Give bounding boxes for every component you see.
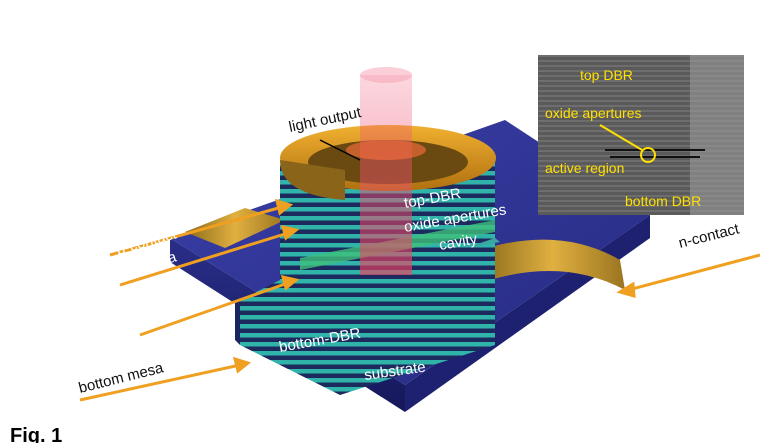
leader-light-output: [319, 139, 361, 161]
light-beam: [346, 67, 426, 275]
p-contact-pad: [185, 208, 285, 248]
top-mesa-side-left: [280, 165, 345, 304]
n-contact-pad: [480, 239, 625, 290]
arrowhead-n-contact: [616, 281, 636, 299]
sem-marker-arrow: [599, 124, 643, 151]
ring-side: [280, 160, 345, 200]
sem-etch-wall: [690, 55, 744, 215]
arrow-n-contact: [627, 253, 761, 292]
arrowhead-top-mesa: [280, 224, 300, 241]
arrowhead-active-area: [280, 274, 300, 291]
arrowhead-bottom-mesa: [232, 356, 252, 374]
beam-column: [360, 75, 412, 275]
sem-inset: top DBR oxide apertures active region bo…: [538, 55, 744, 215]
beam-glow: [346, 140, 426, 160]
arrowhead-p-contact: [274, 198, 294, 216]
inset-top-dbr: top DBR: [580, 67, 633, 83]
inset-bottom-dbr: bottom DBR: [625, 193, 701, 209]
inset-active-region: active region: [545, 160, 624, 176]
inset-oxide-apertures: oxide apertures: [545, 105, 642, 121]
arrow-p-contact: [109, 205, 283, 257]
label-cavity: cavity: [438, 230, 479, 253]
arrow-top-mesa: [119, 231, 289, 287]
arrow-active-area: [139, 281, 289, 337]
label-active-area: active area: [141, 295, 217, 334]
figure-caption: Fig. 1: [10, 425, 62, 443]
label-n-contact: n-contact: [677, 220, 742, 252]
beam-top: [360, 67, 412, 83]
annotation-arrows: [79, 139, 761, 402]
bottom-mesa-edge: [235, 296, 240, 345]
arrow-bottom-mesa: [79, 363, 241, 402]
sem-marker-circle: [640, 147, 656, 163]
